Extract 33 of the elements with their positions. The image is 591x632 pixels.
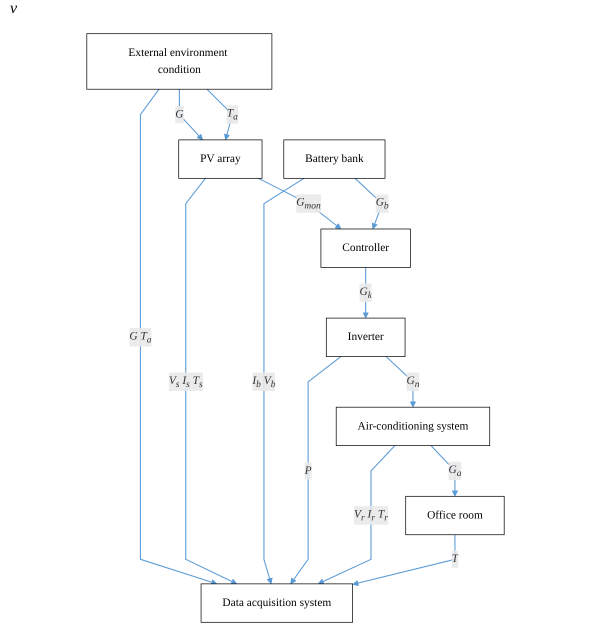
arrow	[258, 178, 342, 230]
edge-label: G T$_{a}$	[129, 330, 152, 345]
edge-label: G$_{b}$	[376, 196, 389, 211]
arrow	[386, 356, 416, 408]
edge-label: G$_{a}$	[448, 464, 462, 478]
node-box: Data acquisition system	[200, 584, 353, 623]
edge-label: G$_{n}$	[406, 374, 420, 390]
signal-label: v	[10, 0, 18, 17]
node-box: PV array	[178, 140, 262, 179]
node-box: Office room	[405, 496, 505, 536]
arrow	[430, 445, 458, 497]
arrow	[140, 88, 218, 586]
arrow	[263, 178, 304, 584]
arrow	[178, 89, 203, 140]
edge-label: P	[304, 464, 312, 477]
node-box: Air-conditioning system	[336, 406, 490, 446]
edge-label: G	[175, 108, 184, 120]
arrow	[206, 88, 233, 140]
edge-label: G$_{k}$	[359, 286, 372, 300]
node-box: Controller	[320, 228, 411, 268]
edge-label: V$_{r}$ I$_{r}$ T$_{r}$	[354, 508, 388, 523]
node-box: Battery bank	[283, 140, 386, 179]
arrow	[185, 178, 238, 584]
node-box: External environment condition	[86, 33, 272, 90]
edge-label: T$_{a}$	[226, 107, 238, 122]
edge-label: G$_{mon}$	[296, 196, 321, 211]
arrow	[318, 445, 396, 584]
arrow	[290, 356, 342, 584]
arrow	[362, 267, 369, 318]
node-box: Inverter	[326, 318, 406, 357]
edge-label: I$_{b}$ V$_{b}$	[252, 374, 276, 390]
edge-label: V$_{s}$ I$_{s}$ T$_{s}$	[168, 374, 203, 390]
arrow	[352, 534, 456, 586]
